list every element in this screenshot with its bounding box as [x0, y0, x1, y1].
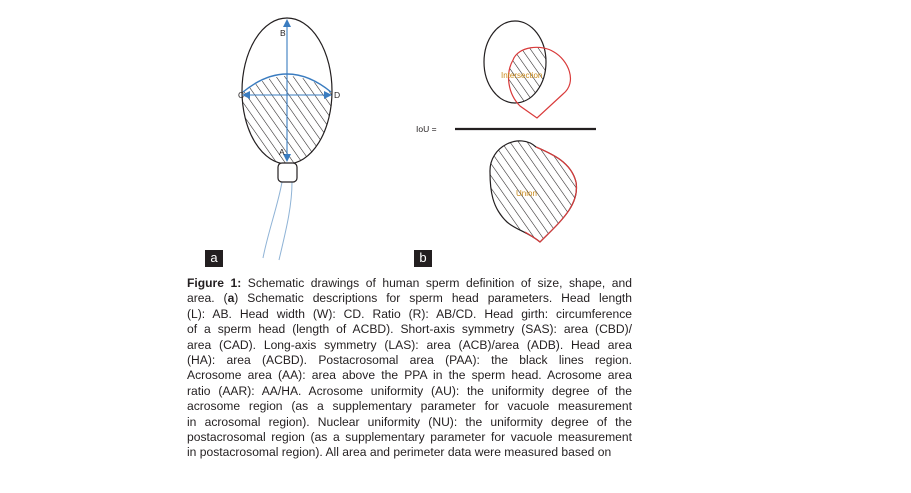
caption-text: Schematic drawings of human sperm defini… [241, 276, 632, 290]
region-a-outline [483, 20, 547, 104]
region-b-outline [507, 46, 572, 119]
point-label-c: C [238, 90, 244, 100]
point-label-b: B [280, 28, 286, 38]
figure-caption: Figure 1: Schematic drawings of human sp… [187, 276, 632, 461]
panel-ref: a [227, 291, 235, 306]
caption-text: area. ( [187, 291, 228, 306]
caption-line: (HA): area (ACBD). Postacrosomal area (P… [187, 353, 632, 368]
caption-line: in postacrosomal region). All area and p… [187, 445, 612, 460]
panel-a-tag: a [205, 250, 223, 267]
caption-line: Figure 1: Schematic drawings of human sp… [187, 276, 632, 291]
union-red-boundary [524, 146, 578, 243]
point-label-d: D [334, 90, 340, 100]
point-label-a: A [279, 147, 285, 157]
caption-line: area. (a) Schematic descriptions for spe… [187, 291, 632, 306]
sperm-schematic: B C D A [238, 17, 340, 261]
caption-line: in acrosomal region). Nuclear uniformity… [187, 414, 632, 429]
panel-b-tag: b [414, 250, 432, 267]
arrow-down-icon [283, 154, 291, 162]
iou-label: IoU = [416, 124, 437, 134]
iou-diagram: Intersection IoU = Union [416, 20, 596, 243]
caption-line: ratio (AAR): AA/HA. Acrosome uniformity … [187, 383, 632, 398]
caption-line: Acrosome area (AA): area above the PPA i… [187, 368, 632, 383]
caption-line: acrosome region (as a supplementary para… [187, 399, 632, 414]
caption-line: (L): AB. Head width (W): CD. Ratio (R): … [187, 306, 632, 321]
figure-drawing: B C D A Intersection IoU = Union [238, 17, 596, 261]
figure-label: Figure 1: [187, 276, 242, 290]
intersection-label: Intersection [501, 71, 542, 80]
arrow-right-icon [324, 91, 332, 99]
arrow-left-icon [242, 91, 250, 99]
arrow-up-icon [283, 19, 291, 27]
union-label: Union [516, 189, 537, 198]
caption-line: area (CAD). Long-axis symmetry (LAS): ar… [187, 337, 632, 352]
union-figure: Union [489, 140, 578, 243]
caption-line: postacrosomal region (as a supplementary… [187, 430, 632, 445]
sperm-midpiece [277, 162, 298, 183]
intersection-figure: Intersection [483, 20, 572, 119]
caption-line: of a sperm head (length of ACBD). Short-… [187, 322, 632, 337]
caption-text: ) Schematic descriptions for sperm head … [234, 291, 633, 306]
